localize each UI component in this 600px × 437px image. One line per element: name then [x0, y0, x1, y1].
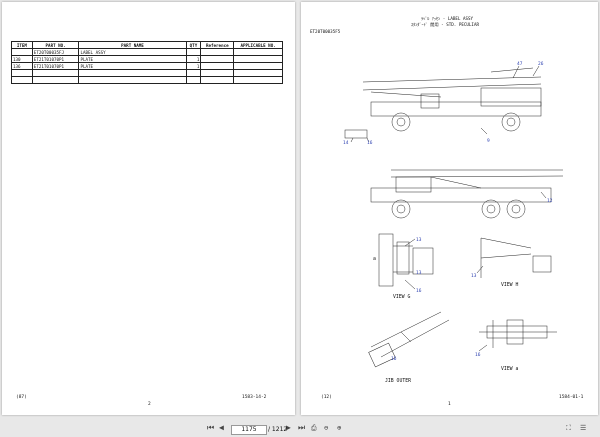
last-page-icon[interactable]: ⏭ [298, 423, 306, 432]
col-qty: QTY [185, 41, 202, 49]
callout-16: 16 [367, 140, 373, 146]
first-page-icon[interactable]: ⏮ [207, 423, 215, 432]
cell-part-no: ET20T00035FJ [31, 48, 80, 56]
col-reference: Reference [200, 41, 235, 49]
cell-part-name: LABEL ASSY [78, 48, 187, 56]
footer-left: (12) [321, 395, 332, 400]
callout-16: 16 [391, 356, 397, 362]
callout-numbers: 47 26 14 16 9 12 13 13 16 13 16 16 [343, 61, 553, 362]
footer-left: (87) [16, 395, 27, 400]
table-row-empty [11, 76, 283, 84]
cell-ref [200, 62, 235, 70]
cell-qty: 1 [185, 62, 202, 70]
menu-icon[interactable]: ☰ [580, 424, 587, 432]
crane-side-view-2 [370, 169, 564, 219]
col-item: ITEM [11, 41, 33, 49]
zoom-out-icon[interactable]: ⊖ [324, 424, 329, 432]
callout-26: 26 [538, 61, 544, 67]
callout-16: 16 [475, 352, 481, 358]
drawing-code: ET20T00035F5 [310, 29, 341, 34]
col-part-name: PART NAME [78, 41, 187, 49]
view-labels: VIEW G VIEW H JIB OUTER VIEW a a [373, 257, 518, 384]
next-page-icon[interactable]: ▶ [286, 423, 291, 432]
label-a: a [373, 257, 376, 262]
view-g-detail [378, 233, 434, 287]
prev-page-icon[interactable]: ◀ [219, 423, 224, 432]
page-number-input[interactable]: 1175 [231, 425, 267, 435]
callout-12: 12 [547, 198, 553, 204]
cell-item [11, 48, 33, 56]
document-page-right: ﾗﾍﾞﾙ ｱｯｾﾝ - LABEL ASSY ｽﾀﾝﾀﾞｰﾄﾞ 閲用 - STD… [301, 2, 598, 415]
page-navigation-toolbar: ⏮ ◀ ▶ ⏭ ⎙ ⊖ ⊕ ⛶ ☰ [0, 420, 600, 437]
callout-13: 13 [416, 270, 422, 276]
cell-qty [185, 48, 202, 56]
parts-table: ITEM PART NO. PART NAME QTY Reference AP… [11, 41, 283, 84]
callout-47: 47 [517, 61, 523, 67]
col-applicable: APPLICABLE NO. [233, 41, 283, 49]
cell-ref [200, 55, 235, 63]
page-total: / 1212 [268, 426, 288, 433]
table-row-empty [11, 69, 283, 77]
callout-13: 13 [416, 237, 422, 243]
table-row: ET20T00035FJ LABEL ASSY [11, 48, 283, 56]
zoom-in-icon[interactable]: ⊕ [337, 424, 342, 432]
cell-applicable [233, 48, 283, 56]
label-view-h: VIEW H [501, 282, 518, 288]
cell-part-no: ET21T01070P1 [31, 62, 80, 70]
callout-9: 9 [487, 138, 490, 144]
label-view-g: VIEW G [393, 294, 410, 300]
document-page-left: ITEM PART NO. PART NAME QTY Reference AP… [2, 2, 295, 415]
print-icon[interactable]: ⎙ [311, 424, 317, 432]
page-subtitle: ｽﾀﾝﾀﾞｰﾄﾞ 閲用 - STD. PECULIAR [411, 22, 479, 27]
page-title: ﾗﾍﾞﾙ ｱｯｾﾝ - LABEL ASSY [421, 16, 474, 21]
callout-14: 14 [343, 140, 349, 146]
jib-outer-detail [368, 311, 450, 368]
label-jib-outer: JIB OUTER [385, 378, 411, 384]
cell-applicable [233, 55, 283, 63]
cell-part-no: ET21T01070P1 [31, 55, 80, 63]
callout-13: 13 [471, 273, 477, 279]
view-a-detail [479, 319, 557, 348]
cell-applicable [233, 62, 283, 70]
label-view-a: VIEW a [501, 366, 518, 372]
crane-drawing: 47 26 14 16 9 12 13 13 16 13 16 16 VIEW … [343, 61, 564, 384]
table-row: 130 ET21T01070P1 PLATE 1 [11, 55, 283, 63]
page-number: 2 [148, 402, 151, 407]
fullscreen-icon[interactable]: ⛶ [566, 424, 571, 432]
page-number: 1 [448, 402, 451, 407]
footer-right: 1583-14-2 [242, 395, 267, 400]
crane-side-view [344, 67, 542, 139]
cell-part-name: PLATE [78, 62, 187, 70]
table-row: 136 ET21T01070P1 PLATE 1 [11, 62, 283, 70]
footer-right: 1584-01-1 [559, 395, 584, 400]
table-header-row: ITEM PART NO. PART NAME QTY Reference AP… [11, 41, 283, 49]
cell-ref [200, 48, 235, 56]
callout-16: 16 [416, 288, 422, 294]
cell-item: 130 [11, 55, 33, 63]
col-part-no: PART NO. [31, 41, 80, 49]
view-h-detail [480, 237, 552, 278]
cell-part-name: PLATE [78, 55, 187, 63]
cell-qty: 1 [185, 55, 202, 63]
cell-item: 136 [11, 62, 33, 70]
